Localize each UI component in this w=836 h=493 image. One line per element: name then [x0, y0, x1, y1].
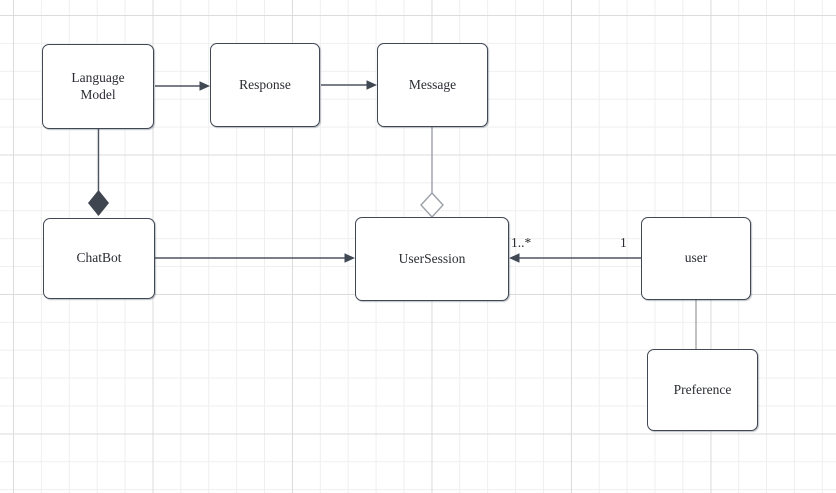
- node-usersession[interactable]: UserSession: [355, 217, 509, 301]
- edge-user-usersession-arrow[interactable]: [509, 253, 641, 263]
- edge-response-message-arrow[interactable]: [321, 80, 377, 90]
- node-message[interactable]: Message: [377, 43, 488, 127]
- node-preference[interactable]: Preference: [647, 349, 758, 431]
- node-usersession-label: UserSession: [398, 250, 466, 266]
- node-chatbot[interactable]: ChatBot: [43, 218, 155, 299]
- node-language-model-label: Language Model: [71, 69, 125, 102]
- node-message-label: Message: [408, 76, 457, 92]
- edge-message-usersession-aggregation[interactable]: [420, 127, 444, 219]
- node-preference-label: Preference: [673, 381, 732, 397]
- multiplicity-label-user-end: 1: [620, 235, 627, 250]
- node-response[interactable]: Response: [210, 43, 320, 127]
- node-response-label: Response: [239, 76, 291, 92]
- node-language-model[interactable]: Language Model: [42, 44, 154, 129]
- edge-chatbot-usersession-arrow[interactable]: [155, 253, 355, 263]
- node-chatbot-label: ChatBot: [76, 250, 122, 266]
- edge-languagemodel-chatbot-composition[interactable]: [88, 129, 109, 216]
- multiplicity-label-usersession-end: 1..*: [511, 235, 532, 250]
- edge-languagemodel-response-arrow[interactable]: [155, 81, 210, 91]
- node-user-label: user: [684, 250, 708, 266]
- node-user[interactable]: user: [641, 217, 751, 300]
